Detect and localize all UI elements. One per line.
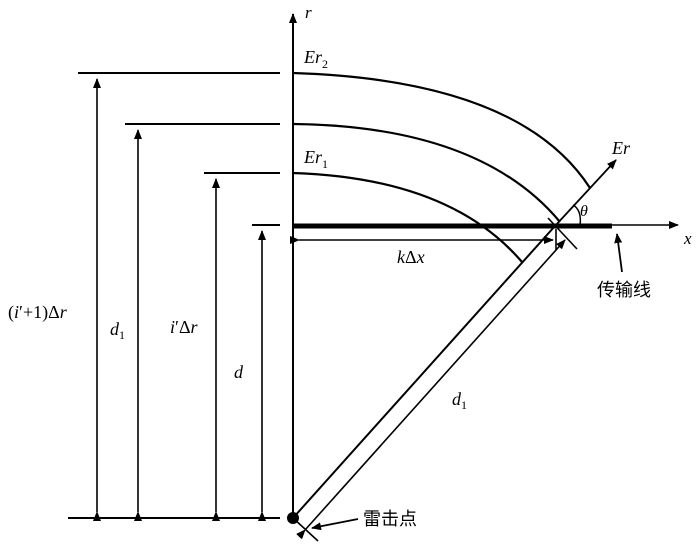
label-er1: Er1 [303, 147, 328, 171]
arc-er2 [292, 71, 591, 189]
strike-pointer [311, 518, 359, 531]
label-idr: i′Δr [170, 317, 199, 337]
label-kdx: kΔx [397, 247, 425, 267]
arc-middle [292, 122, 561, 223]
theta-label: θ [580, 203, 588, 220]
diag-line-a [292, 225, 556, 519]
label-d1-diag: d1 [452, 389, 467, 412]
label-d: d [234, 362, 244, 382]
line-pointer [614, 233, 623, 273]
er-direction-arrow [554, 159, 617, 227]
diag-tick-top [547, 217, 578, 250]
label-i1dr: (i′+1)Δr [8, 302, 68, 323]
diag-line-b [296, 239, 566, 540]
label-d1-left: d1 [110, 319, 125, 342]
er-direction-label: Er [611, 138, 631, 158]
line-label: 传输线 [597, 280, 651, 301]
label-er2: Er2 [303, 47, 328, 71]
x-axis-label: x [683, 229, 692, 248]
theta-arc [572, 204, 582, 227]
strike-label: 雷击点 [363, 509, 417, 530]
r-axis-label: r [305, 3, 312, 22]
strike-point [287, 512, 299, 524]
